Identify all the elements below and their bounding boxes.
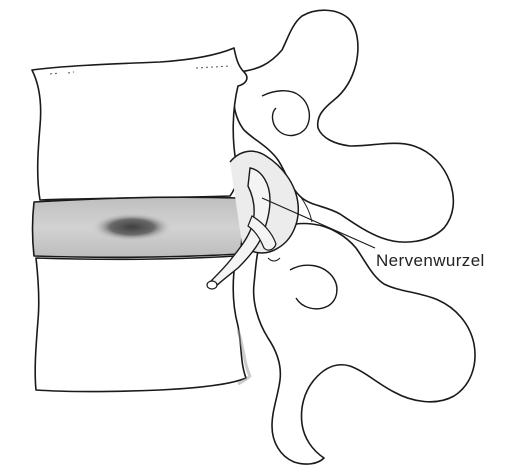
nerve-root-label: Nervenwurzel [376, 251, 485, 270]
disc-nucleus [92, 213, 172, 241]
upper-vertebral-body [32, 48, 247, 200]
lower-vertebral-body [35, 256, 246, 392]
